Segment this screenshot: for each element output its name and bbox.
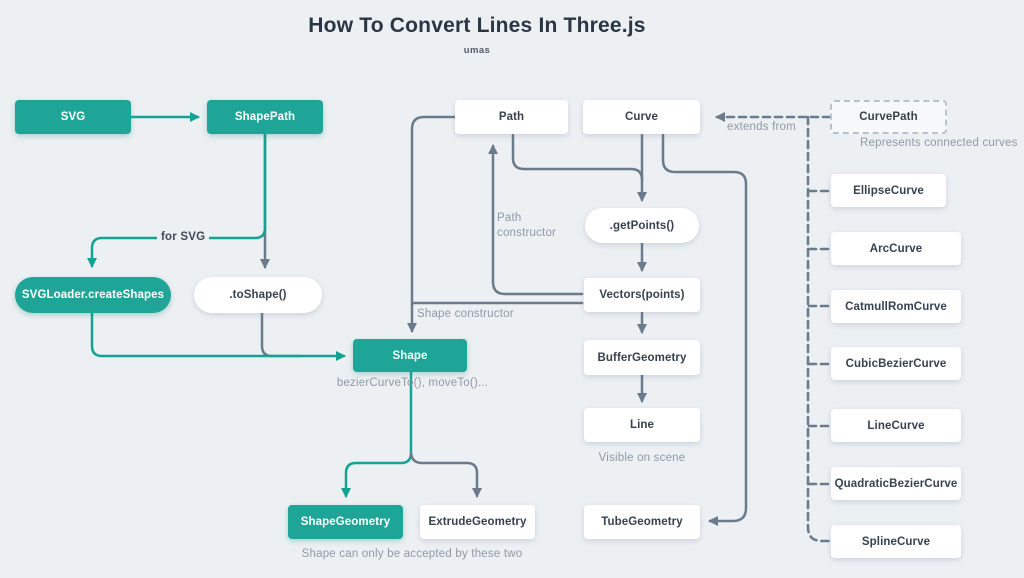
node-shapegeometry: ShapeGeometry xyxy=(288,505,403,539)
author-credit: umas xyxy=(463,45,491,56)
node-linecurve: LineCurve xyxy=(831,409,961,442)
node-arccurve: ArcCurve xyxy=(831,232,961,265)
node-line: Line xyxy=(584,408,700,442)
node-tubegeometry: TubeGeometry xyxy=(584,505,700,539)
node-cubicbeziercurve: CubicBezierCurve xyxy=(831,347,961,380)
label-bezier-note: bezierCurveTo(), moveTo()... xyxy=(336,377,489,389)
connector-curve-to-tubegeometry xyxy=(661,133,748,526)
node-svgloader-createshapes: SVGLoader.createShapes xyxy=(15,277,171,313)
node-extrudegeometry: ExtrudeGeometry xyxy=(420,505,535,539)
node-toshape: .toShape() xyxy=(194,277,322,313)
label-path-constructor: Path constructor xyxy=(497,212,557,239)
node-shapepath: ShapePath xyxy=(207,100,323,134)
diagram-header: How To Convert Lines In Three.js umas xyxy=(0,14,954,56)
node-ellipsecurve: EllipseCurve xyxy=(831,174,946,207)
label-shape-constructor: Shape constructor xyxy=(417,308,514,320)
connector-path-to-getpoints-join xyxy=(511,133,644,182)
label-extends-from: extends from xyxy=(727,121,796,133)
connector-curves-branches xyxy=(807,189,830,486)
node-shape: Shape xyxy=(353,339,467,372)
node-vectors-points: Vectors(points) xyxy=(584,278,700,312)
node-catmullromcurve: CatmullRomCurve xyxy=(831,290,961,323)
node-buffergeometry: BufferGeometry xyxy=(584,340,700,375)
node-splinecurve: SplineCurve xyxy=(831,525,961,558)
node-path: Path xyxy=(455,100,568,134)
node-curve: Curve xyxy=(583,100,700,134)
label-visible-on-scene: Visible on scene xyxy=(598,452,686,464)
node-quadraticbeziercurve: QuadraticBezierCurve xyxy=(831,467,961,500)
connector-shapepath-to-svgloader xyxy=(87,132,267,268)
node-svg: SVG xyxy=(15,100,131,134)
label-for-svg: for SVG xyxy=(157,231,210,243)
label-represents-connected-curves: Represents connected curves xyxy=(860,137,1018,149)
connector-svgloader-to-shape xyxy=(90,311,346,361)
connector-shape-to-extrudegeometry xyxy=(409,451,482,498)
node-curvepath: CurvePath xyxy=(830,100,947,134)
connector-vectors-to-path xyxy=(488,144,584,296)
connector-curves-spine xyxy=(806,115,831,543)
page-title: How To Convert Lines In Three.js xyxy=(308,14,646,37)
connector-shape-to-shapegeometry xyxy=(341,370,413,498)
node-getpoints: .getPoints() xyxy=(585,208,699,243)
connector-toshape-merge xyxy=(260,311,302,358)
label-accepted-note: Shape can only be accepted by these two xyxy=(301,548,523,560)
connector-path-to-shape xyxy=(407,115,457,333)
